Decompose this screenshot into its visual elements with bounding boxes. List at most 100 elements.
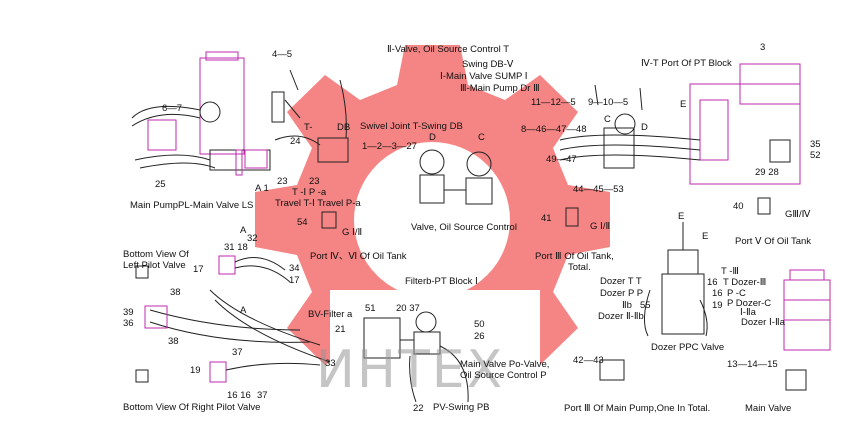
part-number: 32 xyxy=(247,233,258,244)
part-number: 54 xyxy=(297,217,308,228)
part-number: 42—43 xyxy=(573,355,604,366)
label-dozer-tt: Dozer T T xyxy=(600,276,642,287)
part-number: 41 xyxy=(541,213,552,224)
part-number: 49—47 xyxy=(546,154,577,165)
label-t-i-p-a: T -Ⅰ P -a xyxy=(292,187,327,198)
part-number: 35 xyxy=(810,139,821,150)
part-number: 40 xyxy=(733,201,744,212)
part-number: 51 xyxy=(365,303,376,314)
label-g-i-ii-b: G Ⅰ/Ⅱ xyxy=(590,221,611,232)
label-bottom-right: Bottom View Of Right Pilot Valve xyxy=(123,402,261,413)
label-p-c: P -C xyxy=(727,288,746,299)
label-travel: Travel T-Ⅰ Travel P-a xyxy=(275,198,361,209)
label-oil-source-p: Oil Source Control P xyxy=(460,370,547,381)
label-dozer-iib: Dozer Ⅱ-Ⅱb xyxy=(598,311,644,322)
part-number: 17 xyxy=(193,264,204,275)
part-number: 20 37 xyxy=(396,303,420,314)
label-ii-valve: Ⅱ-Valve, Oil Source Control T xyxy=(387,44,510,55)
main-pump-assembly xyxy=(131,51,349,176)
label-c-left: C xyxy=(478,132,485,143)
label-e-right: E xyxy=(680,99,687,110)
label-bottom-left: Bottom View Of xyxy=(123,249,189,260)
label-t-small: T- xyxy=(304,122,313,133)
part-number: 31 18 xyxy=(224,242,248,253)
label-swivel-joint: Swivel Joint T-Swing DB xyxy=(360,121,463,132)
label-filterb: Filterb-PT Block Ⅰ xyxy=(405,276,478,287)
part-number: 19 xyxy=(712,300,723,311)
label-bv-filter: BV-Filter a xyxy=(308,309,353,320)
dozer-ppc-valve xyxy=(599,222,708,381)
label-dozer-pp: Dozer P P xyxy=(600,288,644,299)
part-number: 11—12—5 xyxy=(531,97,576,108)
part-number: 16 16 xyxy=(227,390,251,401)
label-valve-oil-source: Valve, Oil Source Control xyxy=(411,222,517,233)
label-d-right: D xyxy=(641,122,648,133)
part-number: 22 xyxy=(413,403,424,414)
pt-block-assembly xyxy=(559,63,801,227)
part-number: 39 xyxy=(123,307,134,318)
part-number: 25 xyxy=(155,179,166,190)
label-iv-t-port: Ⅳ-T Port Of PT Block xyxy=(641,58,732,69)
label-port-iv-vi: Port Ⅳ、Ⅵ Of Oil Tank xyxy=(310,251,407,262)
label-p-dozer-c: P Dozer-C xyxy=(727,298,772,309)
watermark-text: ИНТЕХ xyxy=(316,340,505,400)
label-main-pump-pl: Main PumpPL-Main Valve LS xyxy=(130,200,254,211)
label-i-main-valve-sump: Ⅰ-Main Valve SUMP Ⅰ xyxy=(440,71,528,82)
label-iib: Ⅱb xyxy=(622,300,632,311)
part-number: 1—2—3—27 xyxy=(362,141,417,152)
label-d-left: D xyxy=(429,132,436,143)
label-a-left: A xyxy=(240,305,247,316)
part-number: 38 xyxy=(168,336,179,347)
part-number: 21 xyxy=(335,324,346,335)
label-db-small: DB xyxy=(337,122,351,133)
label-dozer-i-iia: Dozer Ⅰ-Ⅱa xyxy=(741,317,785,328)
part-number: 44—45—53 xyxy=(573,184,624,195)
label-giii-iv: GⅢ/Ⅳ xyxy=(785,209,811,220)
label-total: Total. xyxy=(568,262,591,273)
part-number: 8—46—47—48 xyxy=(521,124,587,135)
label-t-iii: T -Ⅲ xyxy=(721,266,739,277)
part-number: 38 xyxy=(170,287,181,298)
label-port-iii-main-pump: Port Ⅲ Of Main Pump,One In Total. xyxy=(564,403,711,414)
part-number: 6—7 xyxy=(162,103,183,114)
label-a-top: A xyxy=(240,225,247,236)
part-number: 55 xyxy=(640,300,651,311)
label-e-dozer: E xyxy=(678,211,685,222)
watermark-gear xyxy=(255,45,610,400)
part-number: 3 xyxy=(760,42,766,53)
part-number: 23 xyxy=(277,176,288,187)
part-number: 34 xyxy=(289,263,300,274)
part-number: 37 xyxy=(232,347,243,358)
label-t-dozer-iii: T Dozer-Ⅲ xyxy=(723,277,767,288)
label-swing-db-v: Swing DB-Ⅴ xyxy=(462,59,514,70)
label-main-valve: Main Valve xyxy=(745,403,792,414)
part-number: 16 xyxy=(707,277,718,288)
part-number: 37 xyxy=(257,390,268,401)
part-number: 29 28 xyxy=(755,167,779,178)
label-iii-main-pump-dr: Ⅲ-Main Pump Dr Ⅲ xyxy=(460,83,540,94)
part-number: 33 xyxy=(325,358,336,369)
part-number: 36 xyxy=(123,318,134,329)
part-number: A 1 xyxy=(255,183,269,194)
part-number: 16 xyxy=(712,288,723,299)
left-pilot-valve xyxy=(135,255,331,383)
part-number: 13—14—15 xyxy=(727,359,778,370)
part-number: 24 xyxy=(290,136,301,147)
filter-block xyxy=(363,311,469,403)
label-port-v-oil-tank: Port Ⅴ Of Oil Tank xyxy=(735,236,812,247)
label-g-i-ii-a: G Ⅰ/Ⅱ xyxy=(342,227,363,238)
label-pv-swing: PV-Swing PB xyxy=(433,402,490,413)
label-i-iia: Ⅰ-Ⅱa xyxy=(740,307,756,318)
label-dozer-ppc: Dozer PPC Valve xyxy=(651,342,725,353)
part-number: 23 xyxy=(309,176,320,187)
label-c-right: C xyxy=(604,114,611,125)
main-valve-drawing xyxy=(783,269,831,391)
part-number: 26 xyxy=(474,331,485,342)
part-number: 9—10—5 xyxy=(588,97,629,108)
label-port-iii-oil-tank: Port Ⅲ Of Oil Tank, xyxy=(535,251,614,262)
swivel-valves xyxy=(321,149,493,229)
part-number: 50 xyxy=(474,319,485,330)
part-number: 19 xyxy=(190,365,201,376)
